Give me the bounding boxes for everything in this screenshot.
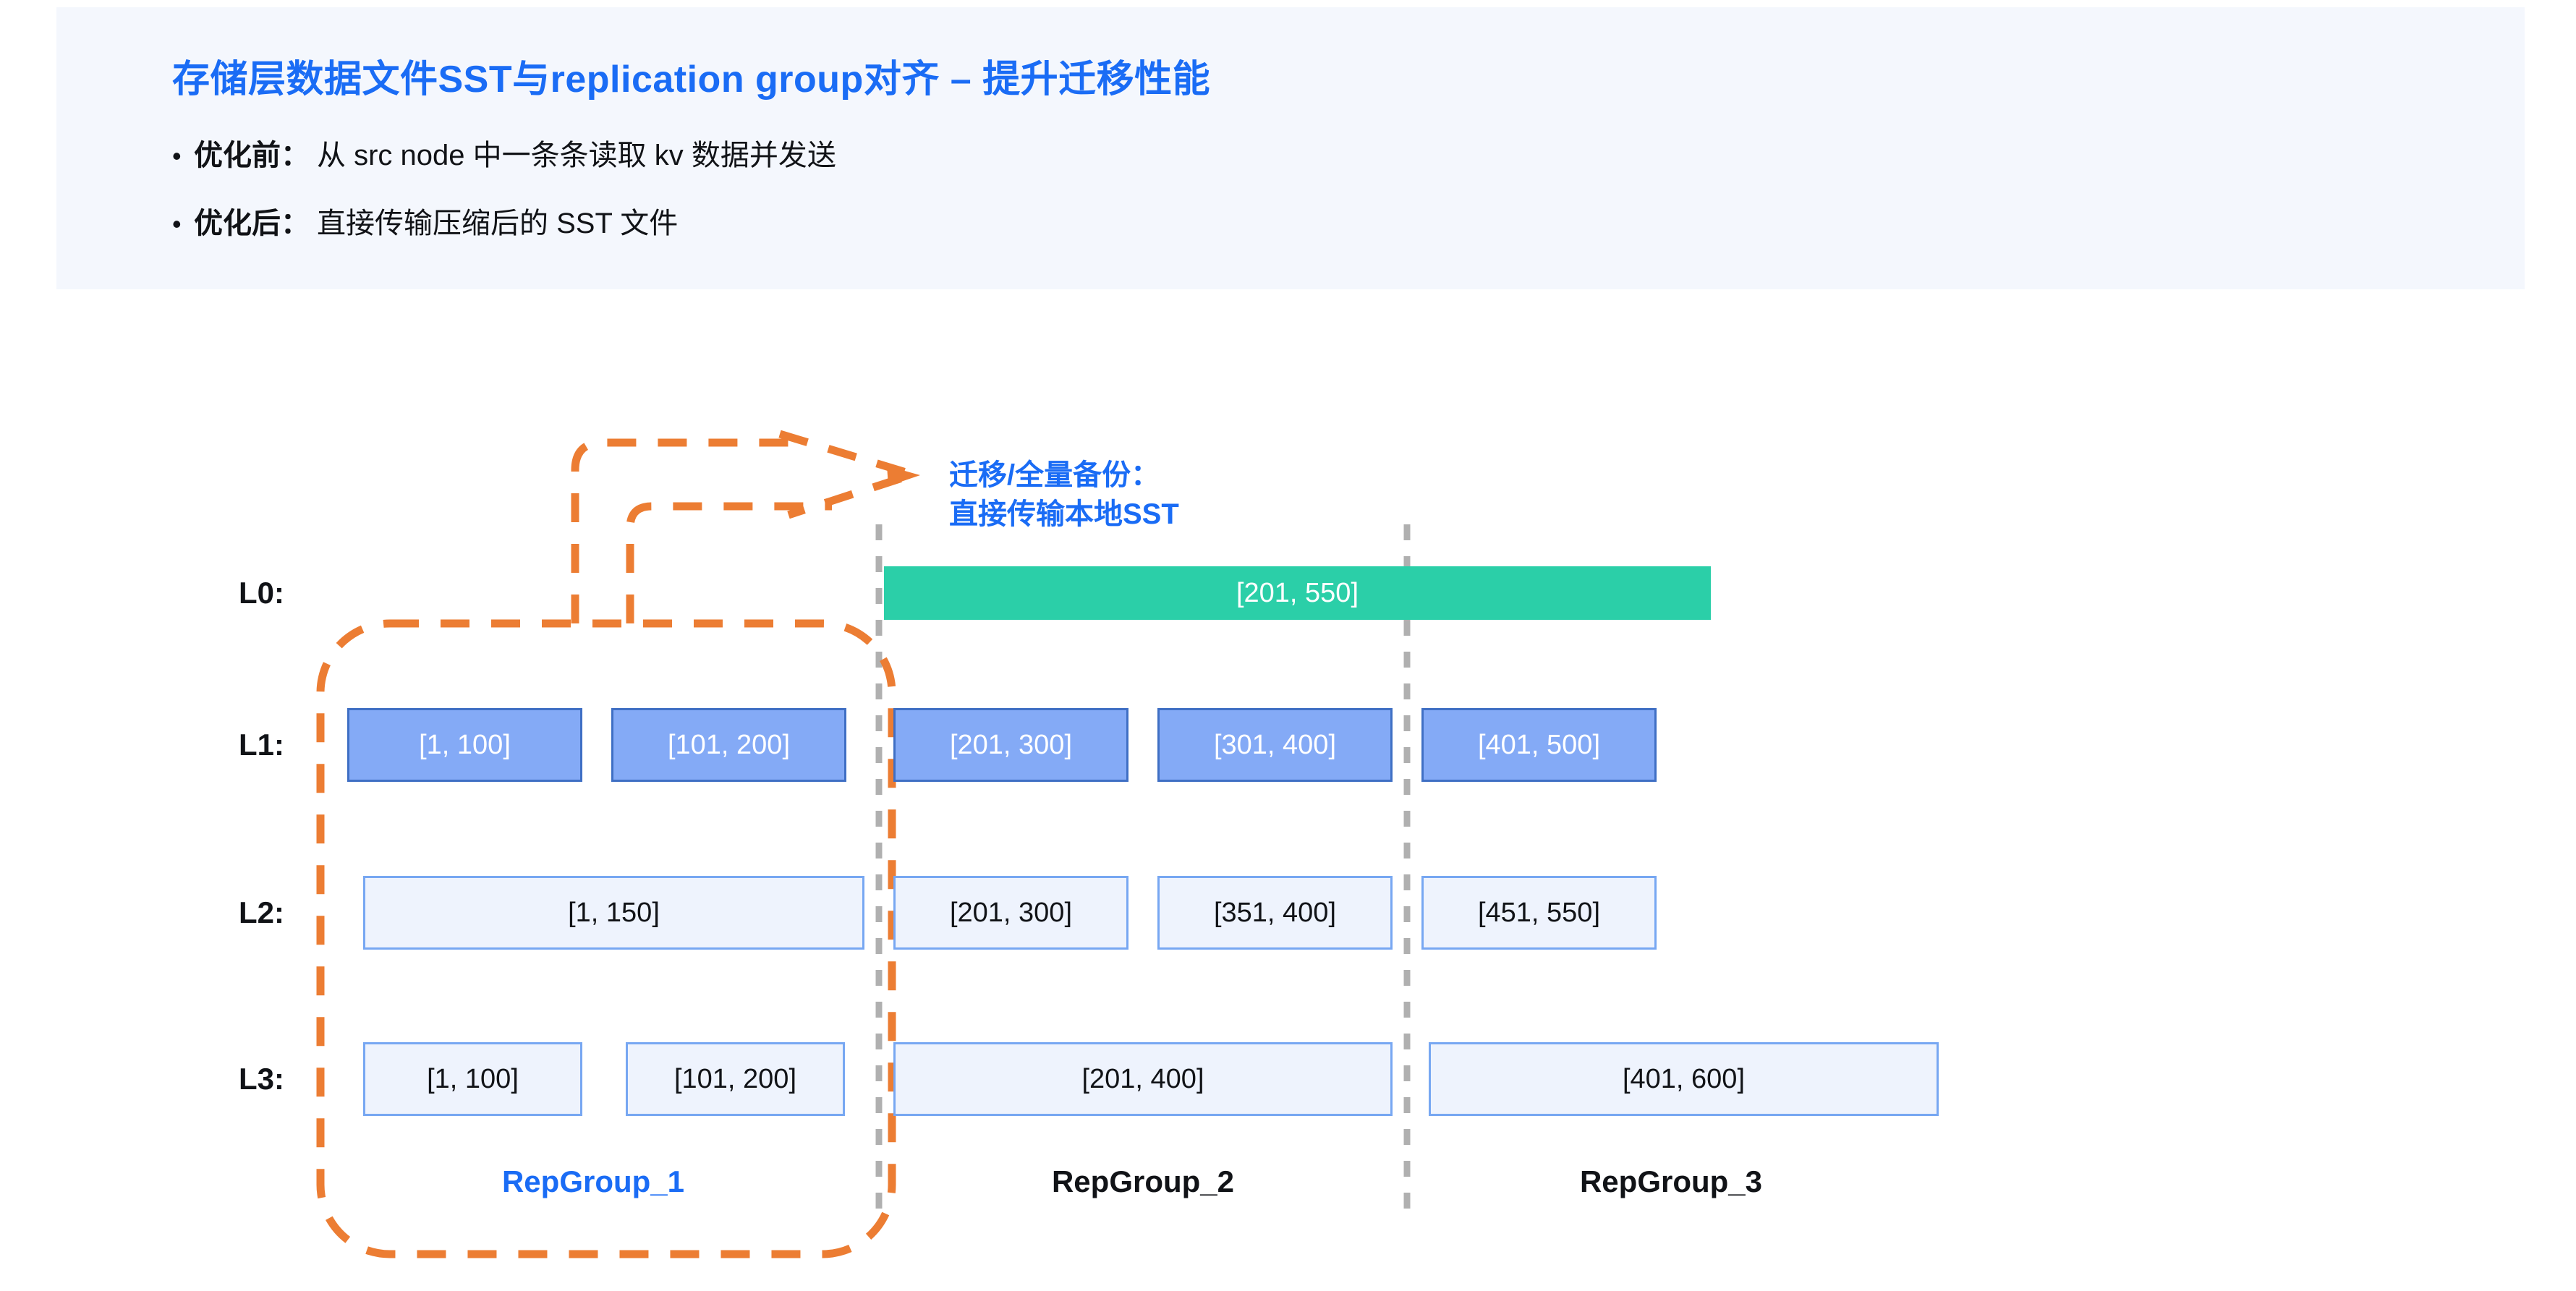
migration-callout: 迁移/全量备份： 直接传输本地SST: [949, 456, 1179, 534]
sst-box-l0-0[interactable]: [201, 550]: [884, 566, 1711, 620]
bullet-item-1: • 优化后： 直接传输压缩后的 SST 文件: [172, 200, 678, 242]
level-label-l2: L2:: [239, 895, 284, 929]
migration-arrow-icon: [626, 502, 832, 623]
group-label-repgroup-2: RepGroup_2: [1051, 1164, 1235, 1198]
bullet-dot-icon: •: [172, 141, 182, 171]
sst-box-l1-4[interactable]: [401, 500]: [1421, 708, 1657, 782]
sst-box-l1-0[interactable]: [1, 100]: [347, 708, 582, 782]
migration-arrowhead-tip-icon: [887, 466, 920, 486]
migration-arrow-outer-icon: [571, 438, 788, 623]
migration-callout-line2: 直接传输本地SST: [949, 498, 1179, 530]
bullet-label-1: 优化后：: [194, 208, 310, 239]
sst-box-l3-1[interactable]: [101, 200]: [626, 1042, 845, 1116]
bullet-label-0: 优化前：: [194, 140, 310, 171]
diagram-vector-layer: [316, 430, 1411, 1258]
migration-arrowhead-icon: [778, 430, 927, 519]
level-label-l0: L0:: [239, 576, 284, 610]
sst-box-l1-3[interactable]: [301, 400]: [1157, 708, 1393, 782]
level-label-l3: L3:: [239, 1062, 284, 1096]
bullet-text-0: 从 src node 中一条条读取 kv 数据并发送: [317, 140, 836, 171]
group-label-repgroup-3: RepGroup_3: [1579, 1164, 1763, 1198]
sst-box-l3-2[interactable]: [201, 400]: [893, 1042, 1393, 1116]
sst-box-l2-1[interactable]: [201, 300]: [893, 876, 1128, 950]
sst-box-l1-1[interactable]: [101, 200]: [611, 708, 846, 782]
sst-box-l3-3[interactable]: [401, 600]: [1429, 1042, 1939, 1116]
group-label-repgroup-1: RepGroup_1: [501, 1164, 685, 1198]
sst-box-l3-0[interactable]: [1, 100]: [363, 1042, 582, 1116]
lsm-lineage-diagram: 迁移/全量备份： 直接传输本地SST L0: L1: L2: L3: [201,…: [0, 289, 2576, 1291]
sst-box-l2-3[interactable]: [451, 550]: [1421, 876, 1657, 950]
sst-box-l1-2[interactable]: [201, 300]: [893, 708, 1128, 782]
level-label-l1: L1:: [239, 728, 284, 762]
bullet-dot-icon: •: [172, 209, 182, 239]
bullet-item-0: • 优化前： 从 src node 中一条条读取 kv 数据并发送: [172, 132, 836, 174]
bullet-text-1: 直接传输压缩后的 SST 文件: [317, 208, 679, 239]
migration-callout-line1: 迁移/全量备份：: [949, 459, 1160, 491]
page-title: 存储层数据文件SST与replication group对齐 – 提升迁移性能: [172, 59, 1211, 101]
sst-box-l2-0[interactable]: [1, 150]: [363, 876, 864, 950]
header-band: 存储层数据文件SST与replication group对齐 – 提升迁移性能 …: [56, 7, 2525, 289]
sst-box-l2-2[interactable]: [351, 400]: [1157, 876, 1393, 950]
